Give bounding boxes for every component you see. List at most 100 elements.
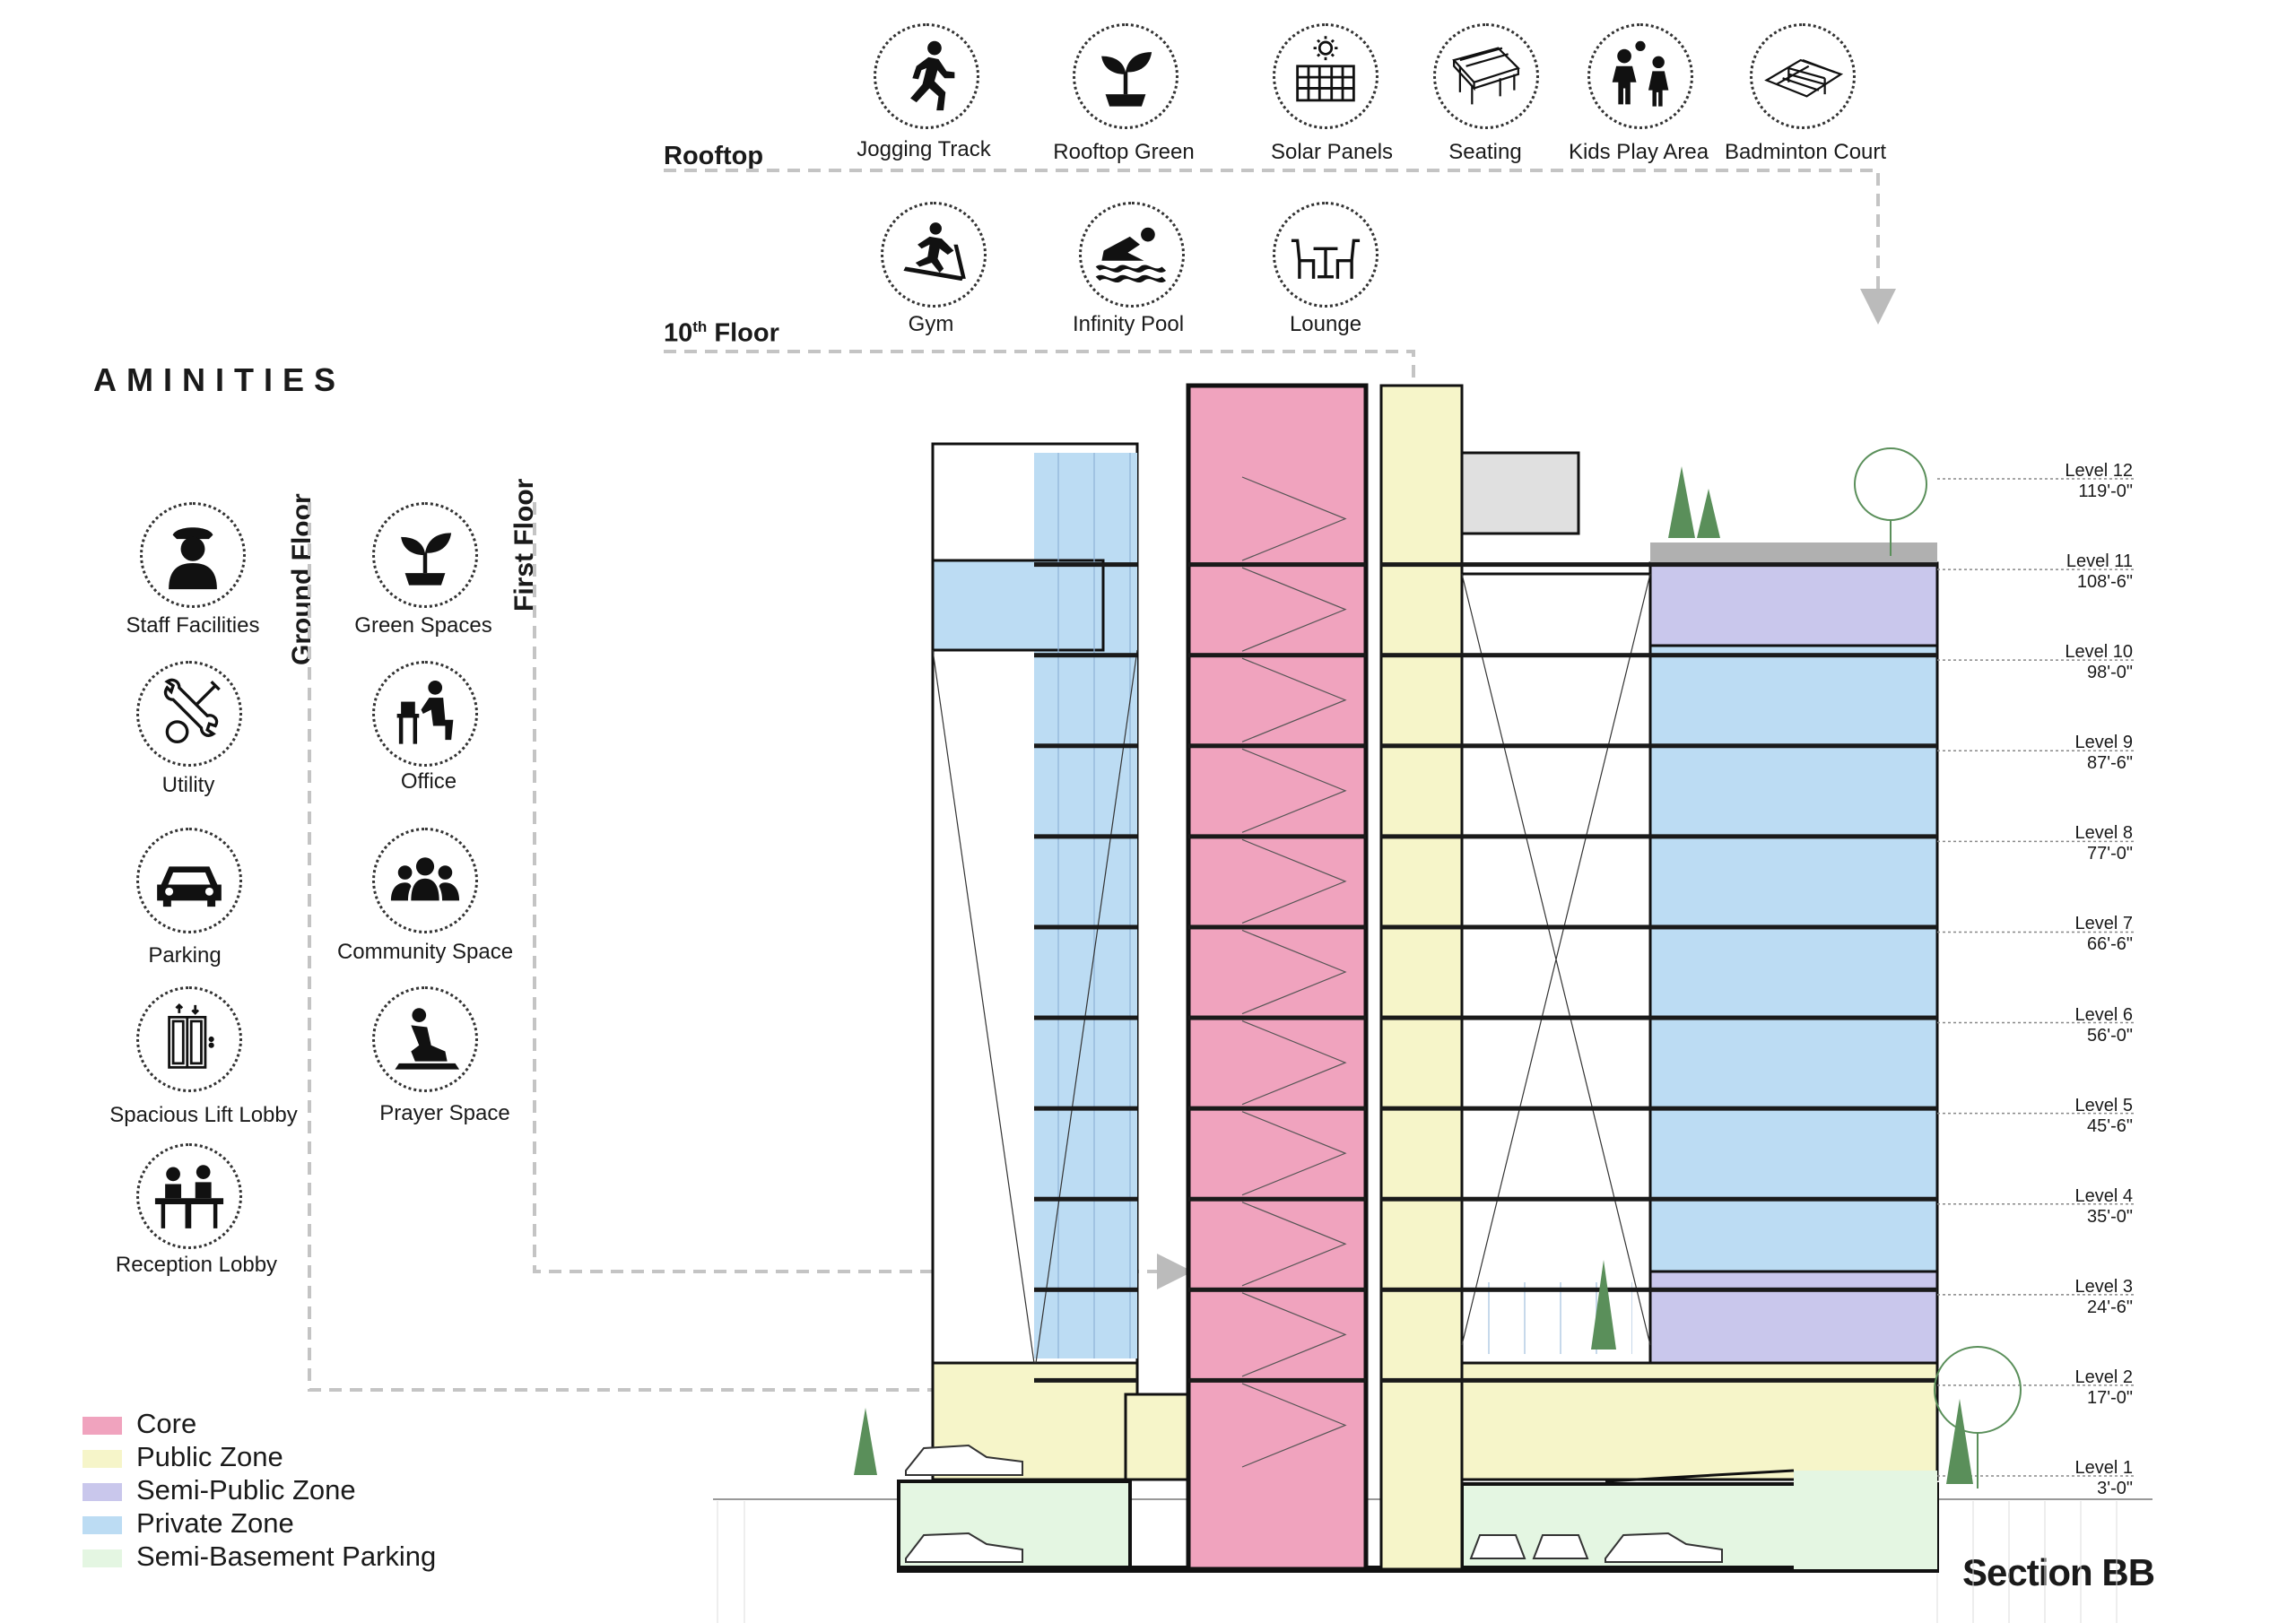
tenth-floor-number: 10 <box>664 318 693 348</box>
rooftop-item-label: Solar Panels <box>1270 140 1394 164</box>
reception-lobby-icon <box>136 1143 242 1249</box>
floor-slab <box>1188 1377 1366 1383</box>
parking-ramp <box>1794 1471 1937 1569</box>
floor-slab <box>1462 834 1650 839</box>
legend-swatch-semi-basement-parking <box>83 1549 122 1567</box>
legend-swatch-semi-public-zone <box>83 1483 122 1501</box>
tenth-floor-item-label: Lounge <box>1289 312 1362 336</box>
floor-slab <box>1650 834 1937 839</box>
stair-flight <box>1241 748 1347 833</box>
tenth-floor-suffix: th <box>692 318 708 335</box>
outline-trees <box>1854 447 2022 1488</box>
roof-parapet <box>1650 542 1937 563</box>
parked-cars <box>905 1444 1723 1563</box>
legend-label: Public Zone <box>136 1441 283 1472</box>
staff-facilities-icon <box>140 502 246 608</box>
level-name: Level 3 <box>2074 1276 2134 1297</box>
legend-swatch-private-zone <box>83 1516 122 1534</box>
floor-slab <box>1462 924 1650 930</box>
floor-slab <box>1188 743 1366 749</box>
floor-slab <box>1381 1287 1462 1292</box>
stair-flight <box>1241 838 1347 924</box>
tenth-floor-word: Floor <box>707 318 779 348</box>
level-elevation: 3'-0" <box>2097 1479 2133 1498</box>
legend-swatch-public-zone <box>83 1450 122 1468</box>
floor-slab <box>1462 1106 1650 1111</box>
core-stair-shaft <box>1186 383 1369 1572</box>
first-floor-item-label: Community Space <box>336 940 514 964</box>
core-stairs <box>1241 476 1347 1468</box>
floor-slab <box>1034 1196 1137 1202</box>
ground-floor-connector <box>308 502 1101 1408</box>
floor-slab <box>1462 562 1650 568</box>
floor-slab <box>1650 1196 1937 1202</box>
floor-slabs <box>1034 562 1937 1383</box>
floor-slab <box>1034 834 1137 839</box>
stair-flight <box>1241 1383 1347 1468</box>
level-elevation: 35'-0" <box>2087 1206 2133 1227</box>
prayer-space-icon <box>372 986 478 1092</box>
semi-public-level-11 <box>1648 561 1939 647</box>
first-floor-item-label: Office <box>400 769 457 794</box>
floor-slab <box>1381 924 1462 930</box>
floor-slab <box>1462 1196 1650 1202</box>
utility-tools-icon <box>136 661 242 767</box>
stair-flight <box>1241 476 1347 561</box>
stair-flight <box>1241 1292 1347 1377</box>
stair-flight <box>1241 929 1347 1015</box>
badminton-court-icon <box>1750 23 1856 129</box>
solar-panels-icon <box>1273 23 1378 129</box>
rooftop-item-label: Rooftop Green <box>1053 140 1195 164</box>
rooftop-connector <box>664 169 1896 325</box>
stair-flight <box>1241 1020 1347 1106</box>
office-desk-icon <box>372 661 478 767</box>
floor-slab <box>1650 1106 1937 1111</box>
left-wing-glazing <box>1034 453 1137 1358</box>
tenth-floor-item-label: Gym <box>908 312 954 336</box>
floor-slab <box>1188 834 1366 839</box>
lounge-chairs-icon <box>1273 202 1378 308</box>
floor-slab <box>1034 1377 1137 1383</box>
level-name: Level 1 <box>2074 1458 2134 1478</box>
level-name: Level 5 <box>2074 1095 2134 1115</box>
level-name: Level 10 <box>2065 642 2133 663</box>
floor-slab <box>1381 834 1462 839</box>
level-elevation: 77'-0" <box>2087 844 2133 864</box>
community-space-people-icon <box>372 828 478 933</box>
floor-slab <box>1034 743 1137 749</box>
rooftop-green-icon <box>1073 23 1178 129</box>
floor-slab <box>1034 562 1137 568</box>
floor-slab <box>1188 1196 1366 1202</box>
floor-slab <box>1650 924 1937 930</box>
level-elevation: 45'-6" <box>2087 1115 2133 1136</box>
legend-label: Core <box>136 1408 197 1439</box>
green-spaces-sprout-icon <box>372 502 478 608</box>
floor-slab <box>1381 743 1462 749</box>
level-elevation: 66'-6" <box>2087 934 2133 955</box>
level-name: Level 8 <box>2074 823 2134 844</box>
floor-slab <box>1188 924 1366 930</box>
floor-slab <box>1381 1106 1462 1111</box>
level-name: Level 12 <box>2065 461 2133 481</box>
level-name: Level 9 <box>2074 733 2134 753</box>
rooftop-item-label: Seating <box>1448 140 1522 164</box>
floor-slab <box>1462 1377 1650 1383</box>
rooftop-item-label: Jogging Track <box>857 137 991 161</box>
level-elevation: 98'-0" <box>2087 663 2133 683</box>
level-elevation: 24'-6" <box>2087 1297 2133 1317</box>
floor-slab <box>1188 1287 1366 1292</box>
floor-slab <box>1034 924 1137 930</box>
floor-slab <box>1034 1287 1137 1292</box>
section-title: Section BB <box>1962 1551 2155 1593</box>
infinity-pool-swimmer-icon <box>1079 202 1185 308</box>
level-name: Level 4 <box>2074 1185 2134 1206</box>
